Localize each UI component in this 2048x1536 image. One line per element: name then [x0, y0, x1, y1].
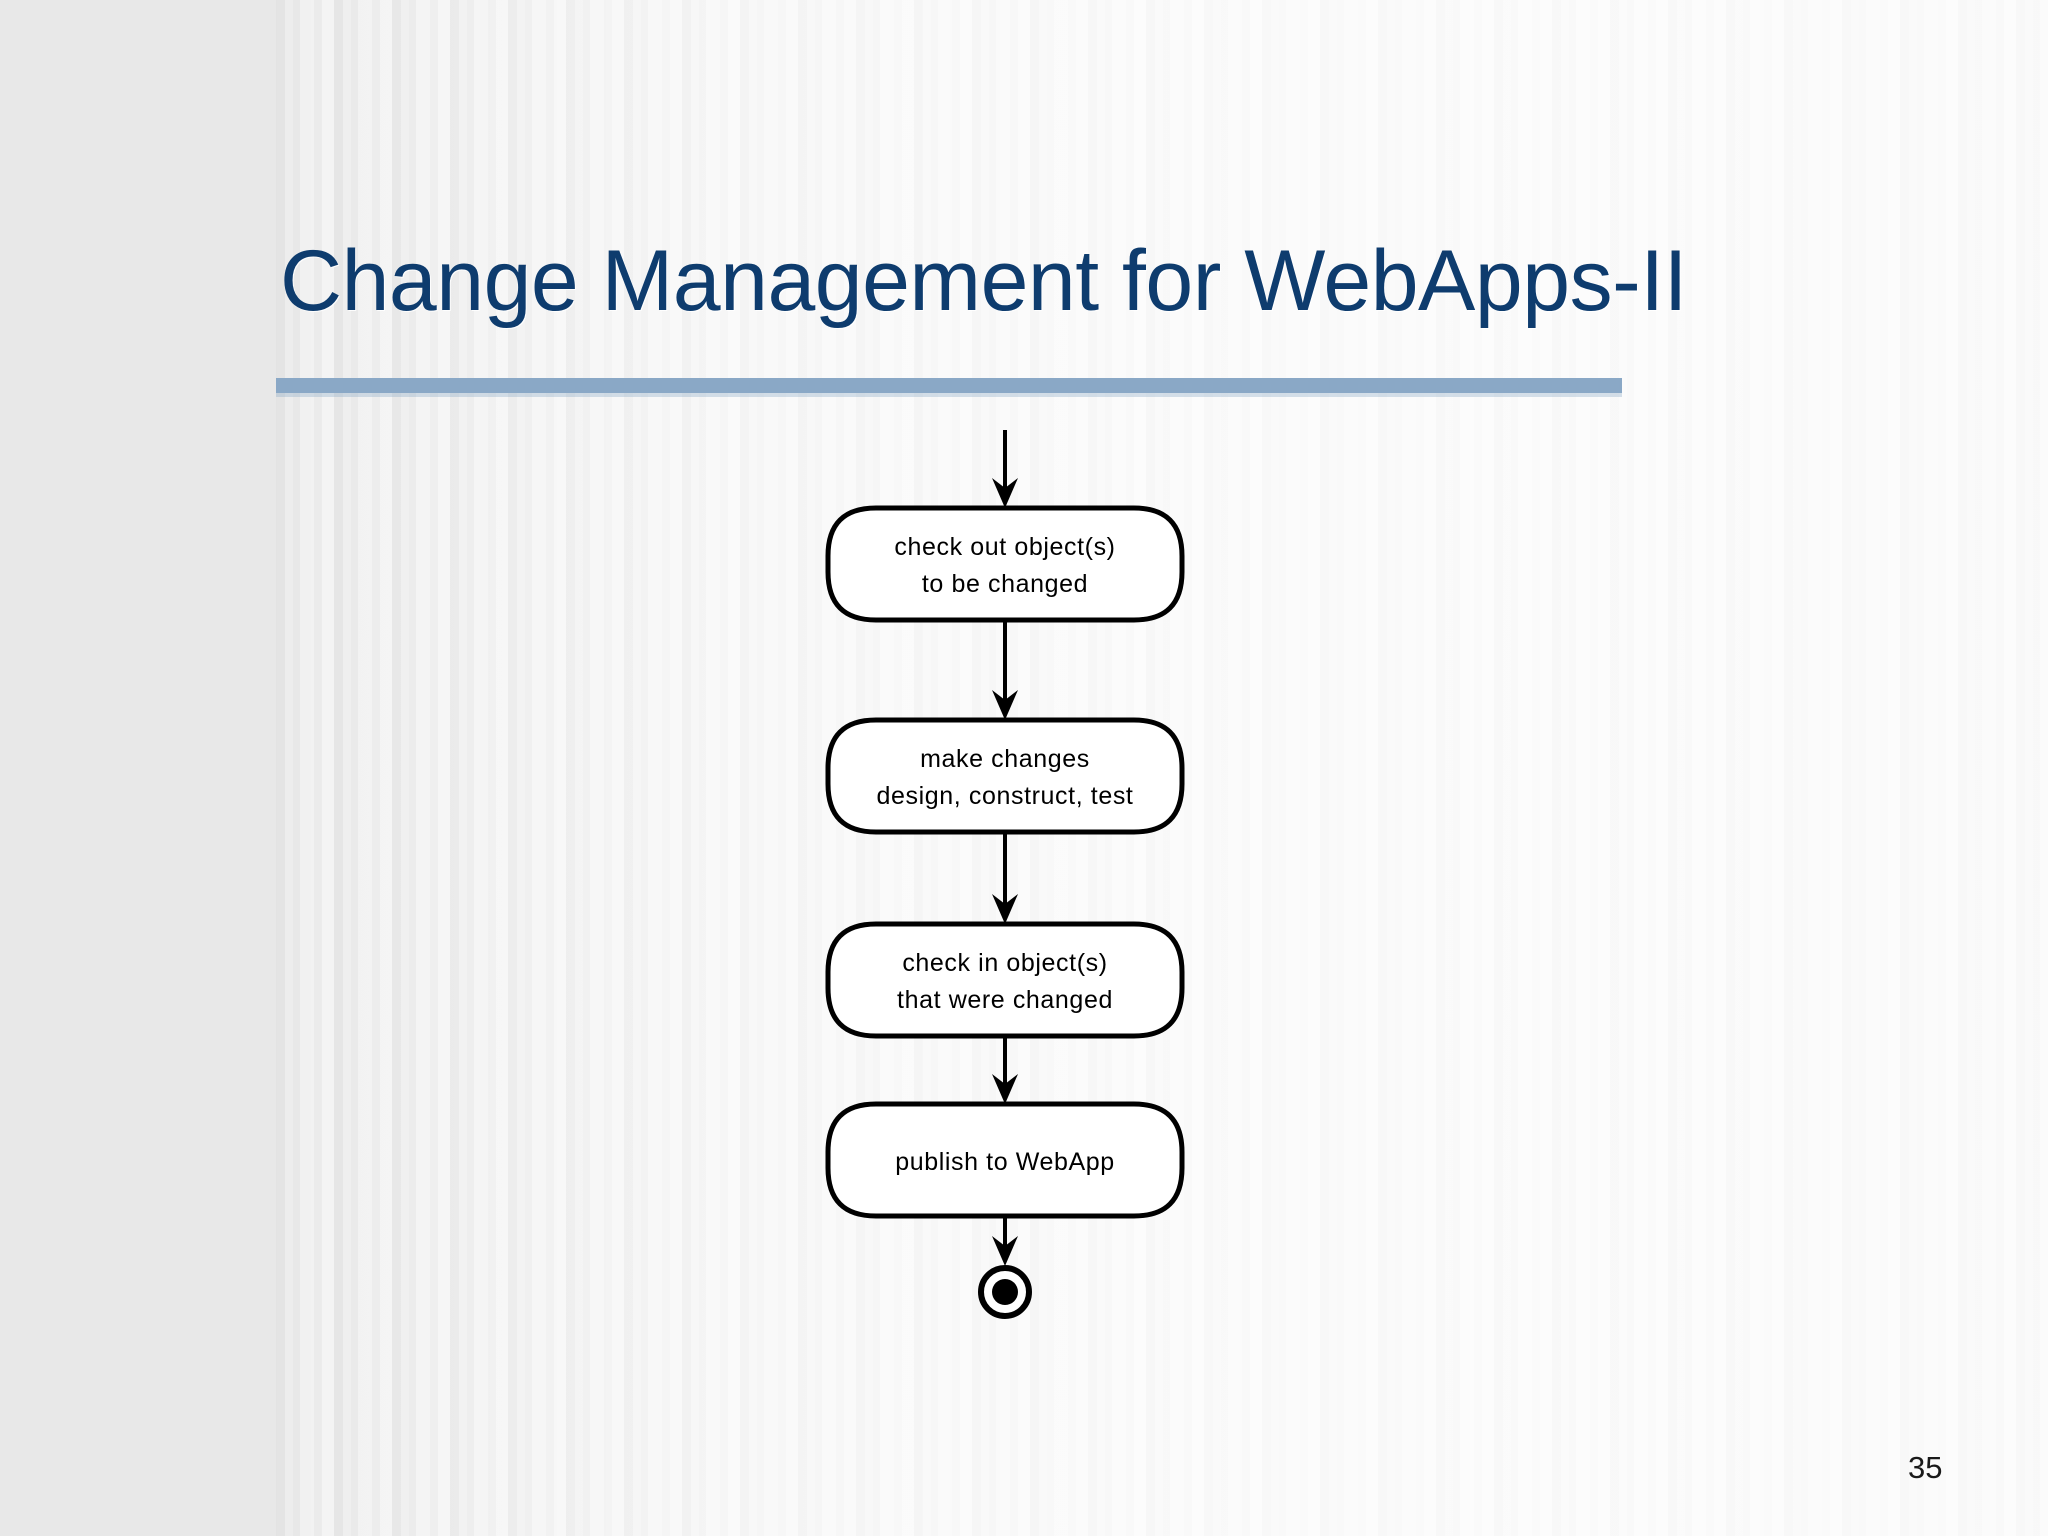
activity-node-check-in[interactable]: check in object(s) that were changed: [825, 921, 1185, 1039]
flow-arrow-2: [992, 832, 1018, 924]
activity-node-check-out-line1: check out object(s): [894, 533, 1115, 561]
activity-node-check-out[interactable]: check out object(s) to be changed: [825, 505, 1185, 623]
flow-arrow-1: [992, 620, 1018, 720]
flow-arrow-3: [992, 1036, 1018, 1104]
activity-node-make-changes-line2: design, construct, test: [877, 782, 1134, 810]
background-left-band: [0, 0, 276, 1536]
activity-diagram: check out object(s) to be changed make c…: [820, 430, 1240, 1330]
activity-node-check-out-line2: to be changed: [922, 570, 1088, 598]
activity-node-publish[interactable]: publish to WebApp: [825, 1101, 1185, 1219]
title-underline-rule-shadow: [276, 393, 1622, 397]
activity-node-make-changes[interactable]: make changes design, construct, test: [825, 717, 1185, 835]
page-number: 35: [1908, 1450, 1943, 1485]
slide-title: Change Management for WebApps-II: [280, 233, 1688, 329]
flow-arrow-4: [992, 1216, 1018, 1266]
final-state-node[interactable]: [978, 1265, 1032, 1319]
title-underline-rule: [276, 378, 1622, 393]
activity-node-publish-line1: publish to WebApp: [895, 1148, 1115, 1176]
entry-flow-arrow: [992, 430, 1018, 508]
activity-node-make-changes-line1: make changes: [920, 745, 1090, 773]
activity-node-check-in-line1: check in object(s): [902, 949, 1107, 977]
activity-node-check-in-line2: that were changed: [897, 986, 1113, 1014]
